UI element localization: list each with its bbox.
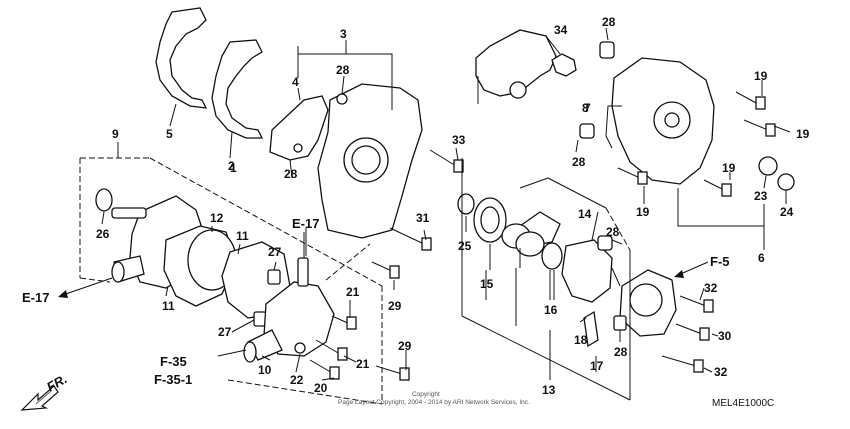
bolts [309, 91, 776, 381]
part-label: 12 [210, 211, 224, 225]
part-label: 27 [218, 325, 232, 339]
o-ring-1b [515, 231, 545, 257]
reference-arrows [58, 232, 709, 357]
housing-bore-inner [351, 145, 381, 175]
gasket-2 [211, 39, 264, 139]
washer-22 [294, 342, 306, 354]
copyright-line-2: Page Layout Copyright, 2004 - 2014 by AR… [338, 399, 530, 406]
part-label: 17 [590, 359, 604, 373]
part-label: 6 [758, 251, 765, 265]
part-label: 9 [112, 127, 119, 141]
leader-lines [79, 27, 791, 405]
part-label: 15 [480, 277, 494, 291]
part-label: 26 [96, 227, 110, 241]
part-label: 4 [292, 75, 299, 89]
part-label: 14 [578, 207, 592, 221]
part-label: 24 [780, 205, 794, 219]
elbow-pipe-end [243, 341, 257, 363]
part-label: 11 [236, 229, 249, 243]
part-labels: 1 2 3 4 5 6 7 8 9 10 11 11 12 13 14 15 1… [96, 15, 810, 397]
ref-e17-left: E-17 [22, 290, 49, 305]
part-label: 1 [230, 161, 237, 175]
seal-23 [758, 156, 778, 176]
ref-f35: F-35 [160, 354, 187, 369]
part-label: 30 [718, 329, 732, 343]
part-label: 25 [458, 239, 472, 253]
ref-f35-1: F-35-1 [154, 372, 192, 387]
part-label: 3 [340, 27, 347, 41]
part-label: 5 [166, 127, 173, 141]
part-label: 28 [614, 345, 628, 359]
diagram-code: MEL4E1000C [712, 398, 774, 409]
part-label: 19 [796, 127, 810, 141]
part-label: 10 [258, 363, 272, 377]
part-label: 28 [606, 225, 620, 239]
part-label: 7 [584, 101, 591, 115]
cover-plate-4 [269, 95, 329, 161]
pump-shaft [111, 207, 147, 219]
dowel-28-b [579, 123, 595, 139]
plate-hole [293, 143, 303, 153]
part-label: 31 [416, 211, 430, 225]
part-label: 28 [572, 155, 586, 169]
part-label: 22 [290, 373, 304, 387]
part-label: 19 [754, 69, 768, 83]
o-ring-26 [95, 188, 113, 212]
part-label: 18 [574, 333, 588, 347]
part-label: 20 [314, 381, 328, 395]
bearing-25 [457, 193, 475, 215]
part-label: 34 [554, 23, 568, 37]
dowel-28-d [613, 315, 627, 331]
front-arrow-icon [20, 385, 59, 411]
part-label: 8 [582, 101, 589, 115]
part-label: 23 [754, 189, 768, 203]
ring-24 [777, 173, 795, 191]
part-label: 19 [636, 205, 650, 219]
ref-e17-top: E-17 [292, 216, 319, 231]
part-label: 21 [356, 357, 370, 371]
cover-17-boss [629, 283, 663, 317]
part-label: 2 [228, 159, 235, 173]
seal-inner [480, 206, 500, 234]
part-label: 28 [336, 63, 350, 77]
part-label: 28 [284, 167, 298, 181]
dowel-28-c [597, 235, 613, 251]
part-label: 32 [704, 281, 718, 295]
hose-clamp-34 [551, 53, 577, 77]
inset-housing [475, 29, 557, 97]
dowel-27-a [267, 269, 281, 285]
copyright-line-1: Copyright [412, 391, 440, 398]
part-label: 16 [544, 303, 558, 317]
dowel-28-a [599, 41, 615, 59]
part-label: 21 [346, 285, 360, 299]
part-label: 33 [452, 133, 466, 147]
inset-outlet [509, 81, 527, 99]
part-label: 19 [722, 161, 736, 175]
bleeder-18 [583, 310, 599, 348]
part-label: 32 [714, 365, 728, 379]
outlet-pipe-end [111, 261, 125, 283]
part-label: 13 [542, 383, 556, 397]
gasket-5 [155, 7, 208, 109]
gasket-14 [561, 239, 613, 303]
spring-16 [541, 242, 563, 270]
part-label: 11 [162, 299, 175, 313]
ref-f5: F-5 [710, 254, 730, 269]
dowel-28-top [336, 93, 348, 105]
part-label: 28 [602, 15, 616, 29]
part-label: 27 [268, 245, 282, 259]
bleed-pipe [297, 257, 309, 287]
part-label: 29 [398, 339, 412, 353]
part-label: 29 [388, 299, 402, 313]
cover-boss-inner [664, 112, 680, 128]
